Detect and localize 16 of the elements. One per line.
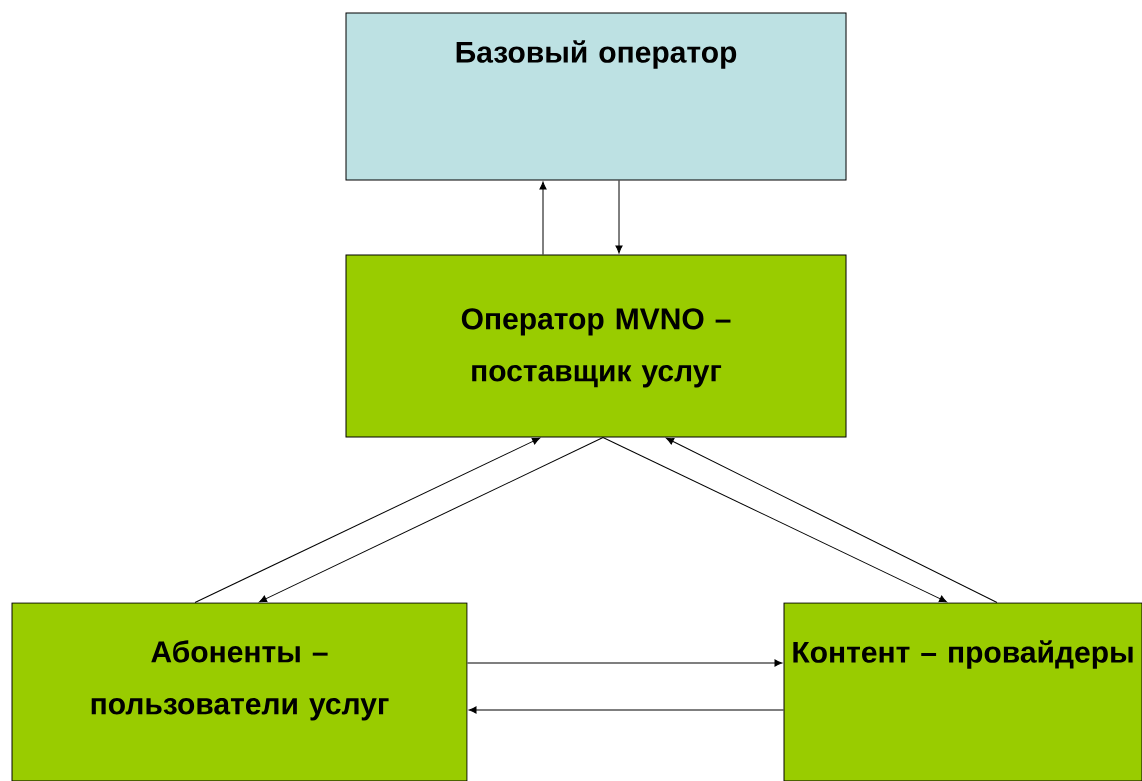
arrow [602, 437, 947, 603]
arrow [467, 659, 783, 667]
process-box [783, 602, 1142, 781]
box-label: Контент – провайдеры [793, 640, 1133, 669]
arrow [666, 437, 998, 603]
arrow [539, 181, 547, 255]
process-box [11, 602, 468, 781]
box-label: Оператор MVNO – поставщик услуг [461, 308, 731, 388]
process-box [345, 12, 847, 181]
arrow [259, 437, 604, 603]
arrow [615, 180, 623, 254]
process-box [345, 254, 847, 438]
box-label: Абоненты – пользователи услуг [91, 640, 389, 721]
arrow [468, 706, 784, 714]
box-label: Базовый оператор [456, 40, 737, 69]
arrow [194, 437, 540, 603]
